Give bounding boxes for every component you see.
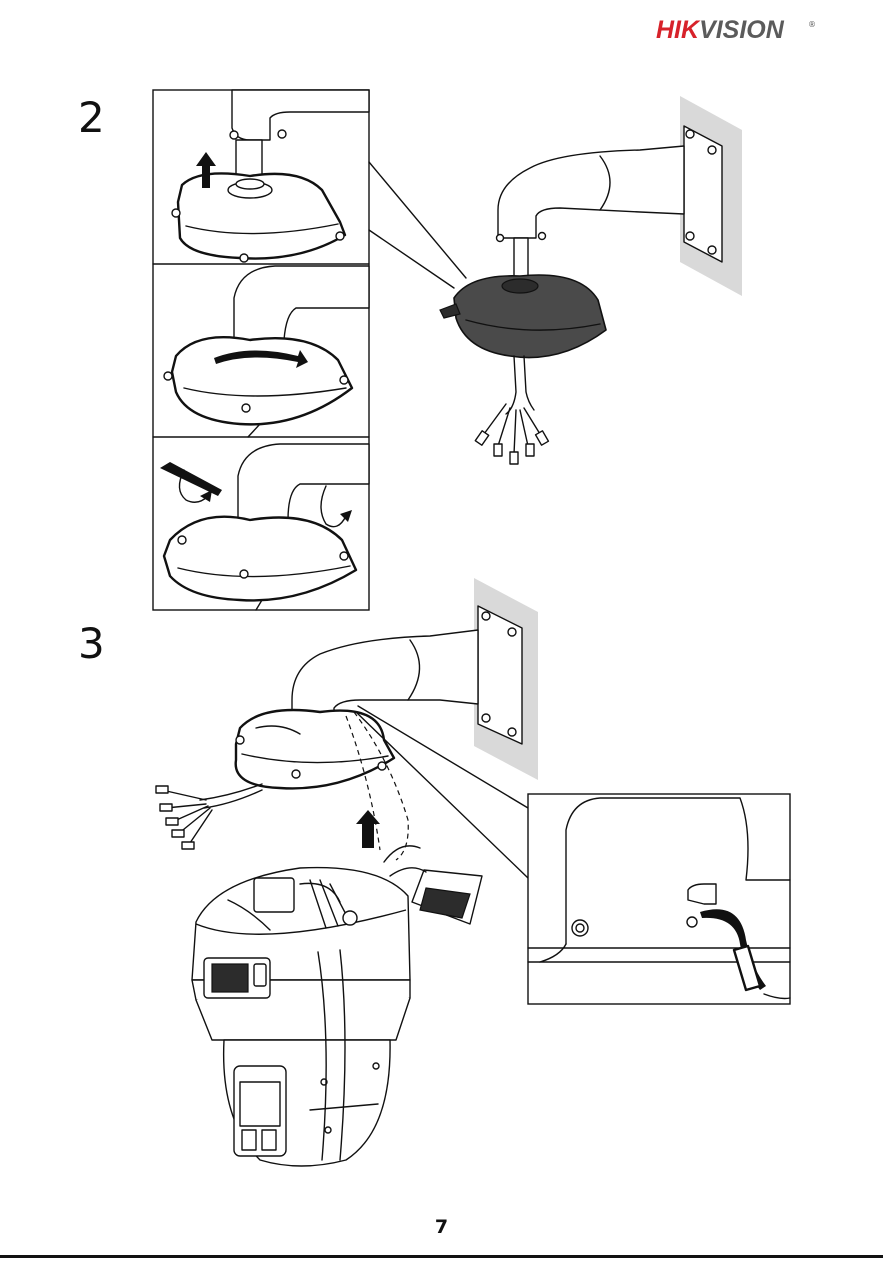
step2-main-view [440, 96, 742, 464]
step2-detail-panels [153, 90, 466, 610]
page-number: 7 [0, 1216, 883, 1238]
bottom-divider [0, 1255, 883, 1258]
step3-camera-body [192, 846, 482, 1166]
step3-inset-detail [528, 794, 790, 1004]
step3-bracket-view [156, 578, 538, 878]
